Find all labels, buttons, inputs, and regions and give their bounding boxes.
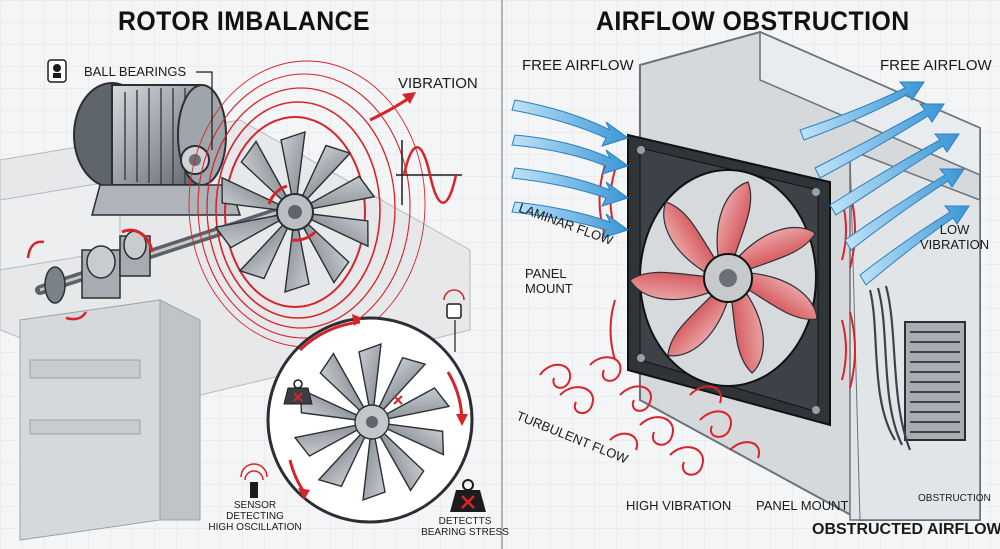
warning-weight-icon (450, 479, 486, 512)
bearing-stress-label: DETECTTS BEARING STRESS (421, 516, 509, 538)
detail-circle (266, 314, 474, 524)
vibration-rings (188, 60, 426, 348)
ball-bearings-label: BALL BEARINGS (84, 64, 187, 79)
wave-graph-icon (396, 140, 462, 205)
sensor-icon (240, 463, 268, 498)
sensor-label: SENSOR DETECTING HIGH OSCILLATION (208, 500, 302, 533)
panel-fan (627, 133, 831, 427)
bearing-icon (47, 59, 67, 83)
free-airflow-right-label: FREE AIRFLOW (880, 57, 992, 74)
ball-bearings-leader (196, 71, 213, 150)
obstruction-grille (868, 285, 966, 451)
obstructed-airflow-label: OBSTRUCTED AIRFLOW (812, 521, 1000, 538)
panel-mount-bottom-label: PANEL MOUNT (756, 498, 849, 513)
vibration-label: VIBRATION (398, 75, 478, 92)
free-airflow-arrows-right (799, 81, 970, 286)
turbulent-flow-swirls (539, 356, 761, 476)
low-vibration-label: LOW VIBRATION (920, 222, 990, 252)
free-airflow-arrows-left (511, 99, 630, 239)
right-panel-title: AIRFLOW OBSTRUCTION (596, 6, 910, 36)
motor (73, 82, 242, 216)
obstruction-label: OBSTRUCTION (918, 493, 991, 504)
weight-icon (283, 379, 313, 405)
rotor-fan (214, 130, 376, 294)
probe-icon (443, 289, 465, 319)
high-vibration-label: HIGH VIBRATION (626, 498, 732, 513)
free-airflow-left-label: FREE AIRFLOW (522, 57, 634, 74)
panel-mount-left-label: PANEL MOUNT (525, 266, 573, 296)
left-panel-title: ROTOR IMBALANCE (118, 6, 371, 36)
